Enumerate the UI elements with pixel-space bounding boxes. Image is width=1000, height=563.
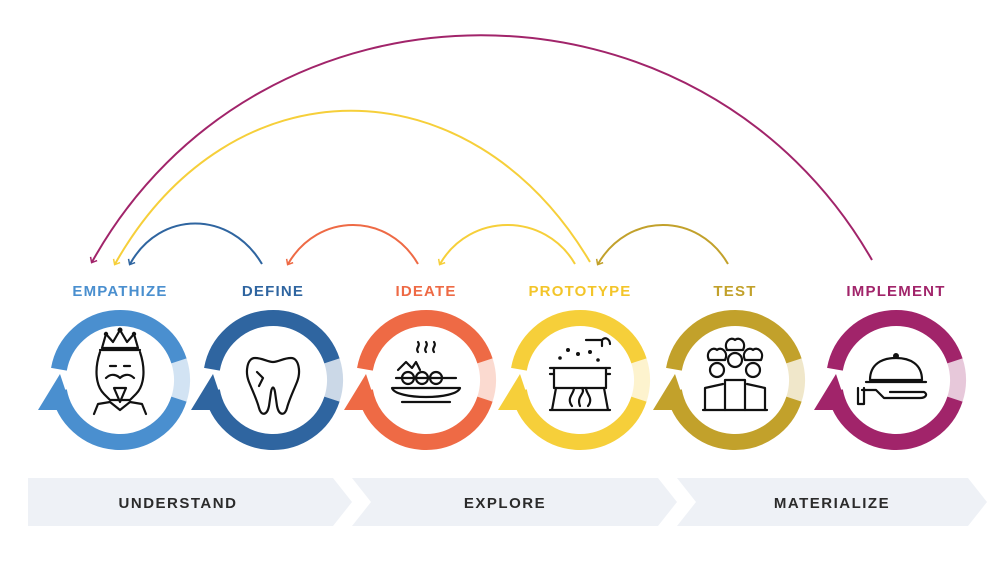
arrow-prototype-to-ideate xyxy=(437,224,576,266)
stage-label-ideate: IDEATE xyxy=(395,283,456,300)
serving-cloche-icon xyxy=(856,353,928,406)
feedback-arrows xyxy=(89,34,873,266)
stage-label-empathize: EMPATHIZE xyxy=(72,283,167,300)
arrow-implement-to-empathize xyxy=(89,34,873,264)
stage-ring-arc xyxy=(666,310,802,450)
stage-ring-arc xyxy=(204,310,340,450)
stage-labels: EMPATHIZE DEFINE IDEATE PROTOTYPE TEST I… xyxy=(72,283,945,300)
phase-chevron-understand xyxy=(28,478,352,526)
stage-ring-arc xyxy=(827,310,963,450)
stage-ring-ideate xyxy=(344,310,496,450)
stage-ring-define xyxy=(191,310,343,450)
arrow-prototype-to-empathize xyxy=(112,109,591,266)
phase-label-materialize: MATERIALIZE xyxy=(774,495,890,512)
arrow-test-to-prototype xyxy=(595,224,729,266)
stage-ring-connector xyxy=(947,358,966,402)
arrow-ideate-to-define xyxy=(285,224,419,266)
stage-ring-test xyxy=(653,310,805,450)
stage-label-prototype: PROTOTYPE xyxy=(528,283,631,300)
dish-icon xyxy=(390,340,462,404)
chefs-icon xyxy=(701,337,769,412)
king-icon xyxy=(92,327,148,416)
tooth-icon xyxy=(245,356,301,415)
stage-ring-connector xyxy=(786,358,805,402)
stage-ring-arc xyxy=(357,310,493,450)
stage-ring-arrowhead xyxy=(344,374,378,410)
stage-ring-connector xyxy=(171,358,190,402)
stage-ring-arrowhead xyxy=(191,374,225,410)
stage-ring-arc xyxy=(511,310,647,450)
phase-band: UNDERSTAND EXPLORE MATERIALIZE xyxy=(28,478,987,526)
stage-ring-arrowhead xyxy=(653,374,687,410)
stage-ring-arrowhead xyxy=(814,374,848,410)
stage-ring-arrowhead xyxy=(38,374,72,410)
stage-ring-arrowhead xyxy=(498,374,532,410)
stage-label-define: DEFINE xyxy=(242,283,304,300)
stage-label-test: TEST xyxy=(713,283,756,300)
phase-label-understand: UNDERSTAND xyxy=(119,495,238,512)
phase-chevron-materialize xyxy=(677,478,987,526)
stage-ring-connector xyxy=(631,358,650,402)
cooking-pot-icon xyxy=(548,337,612,412)
stage-ring-connector xyxy=(477,358,496,402)
stage-label-implement: IMPLEMENT xyxy=(846,283,945,300)
phase-label-explore: EXPLORE xyxy=(464,495,546,512)
stage-ring-prototype xyxy=(498,310,650,450)
stage-ring-implement xyxy=(814,310,966,450)
stage-ring-connector xyxy=(324,358,343,402)
stage-ring-arc xyxy=(51,310,187,450)
stage-rings xyxy=(38,310,966,450)
arrow-define-to-empathize xyxy=(127,222,263,266)
phase-chevron-explore xyxy=(352,478,677,526)
stage-ring-empathize xyxy=(38,310,190,450)
